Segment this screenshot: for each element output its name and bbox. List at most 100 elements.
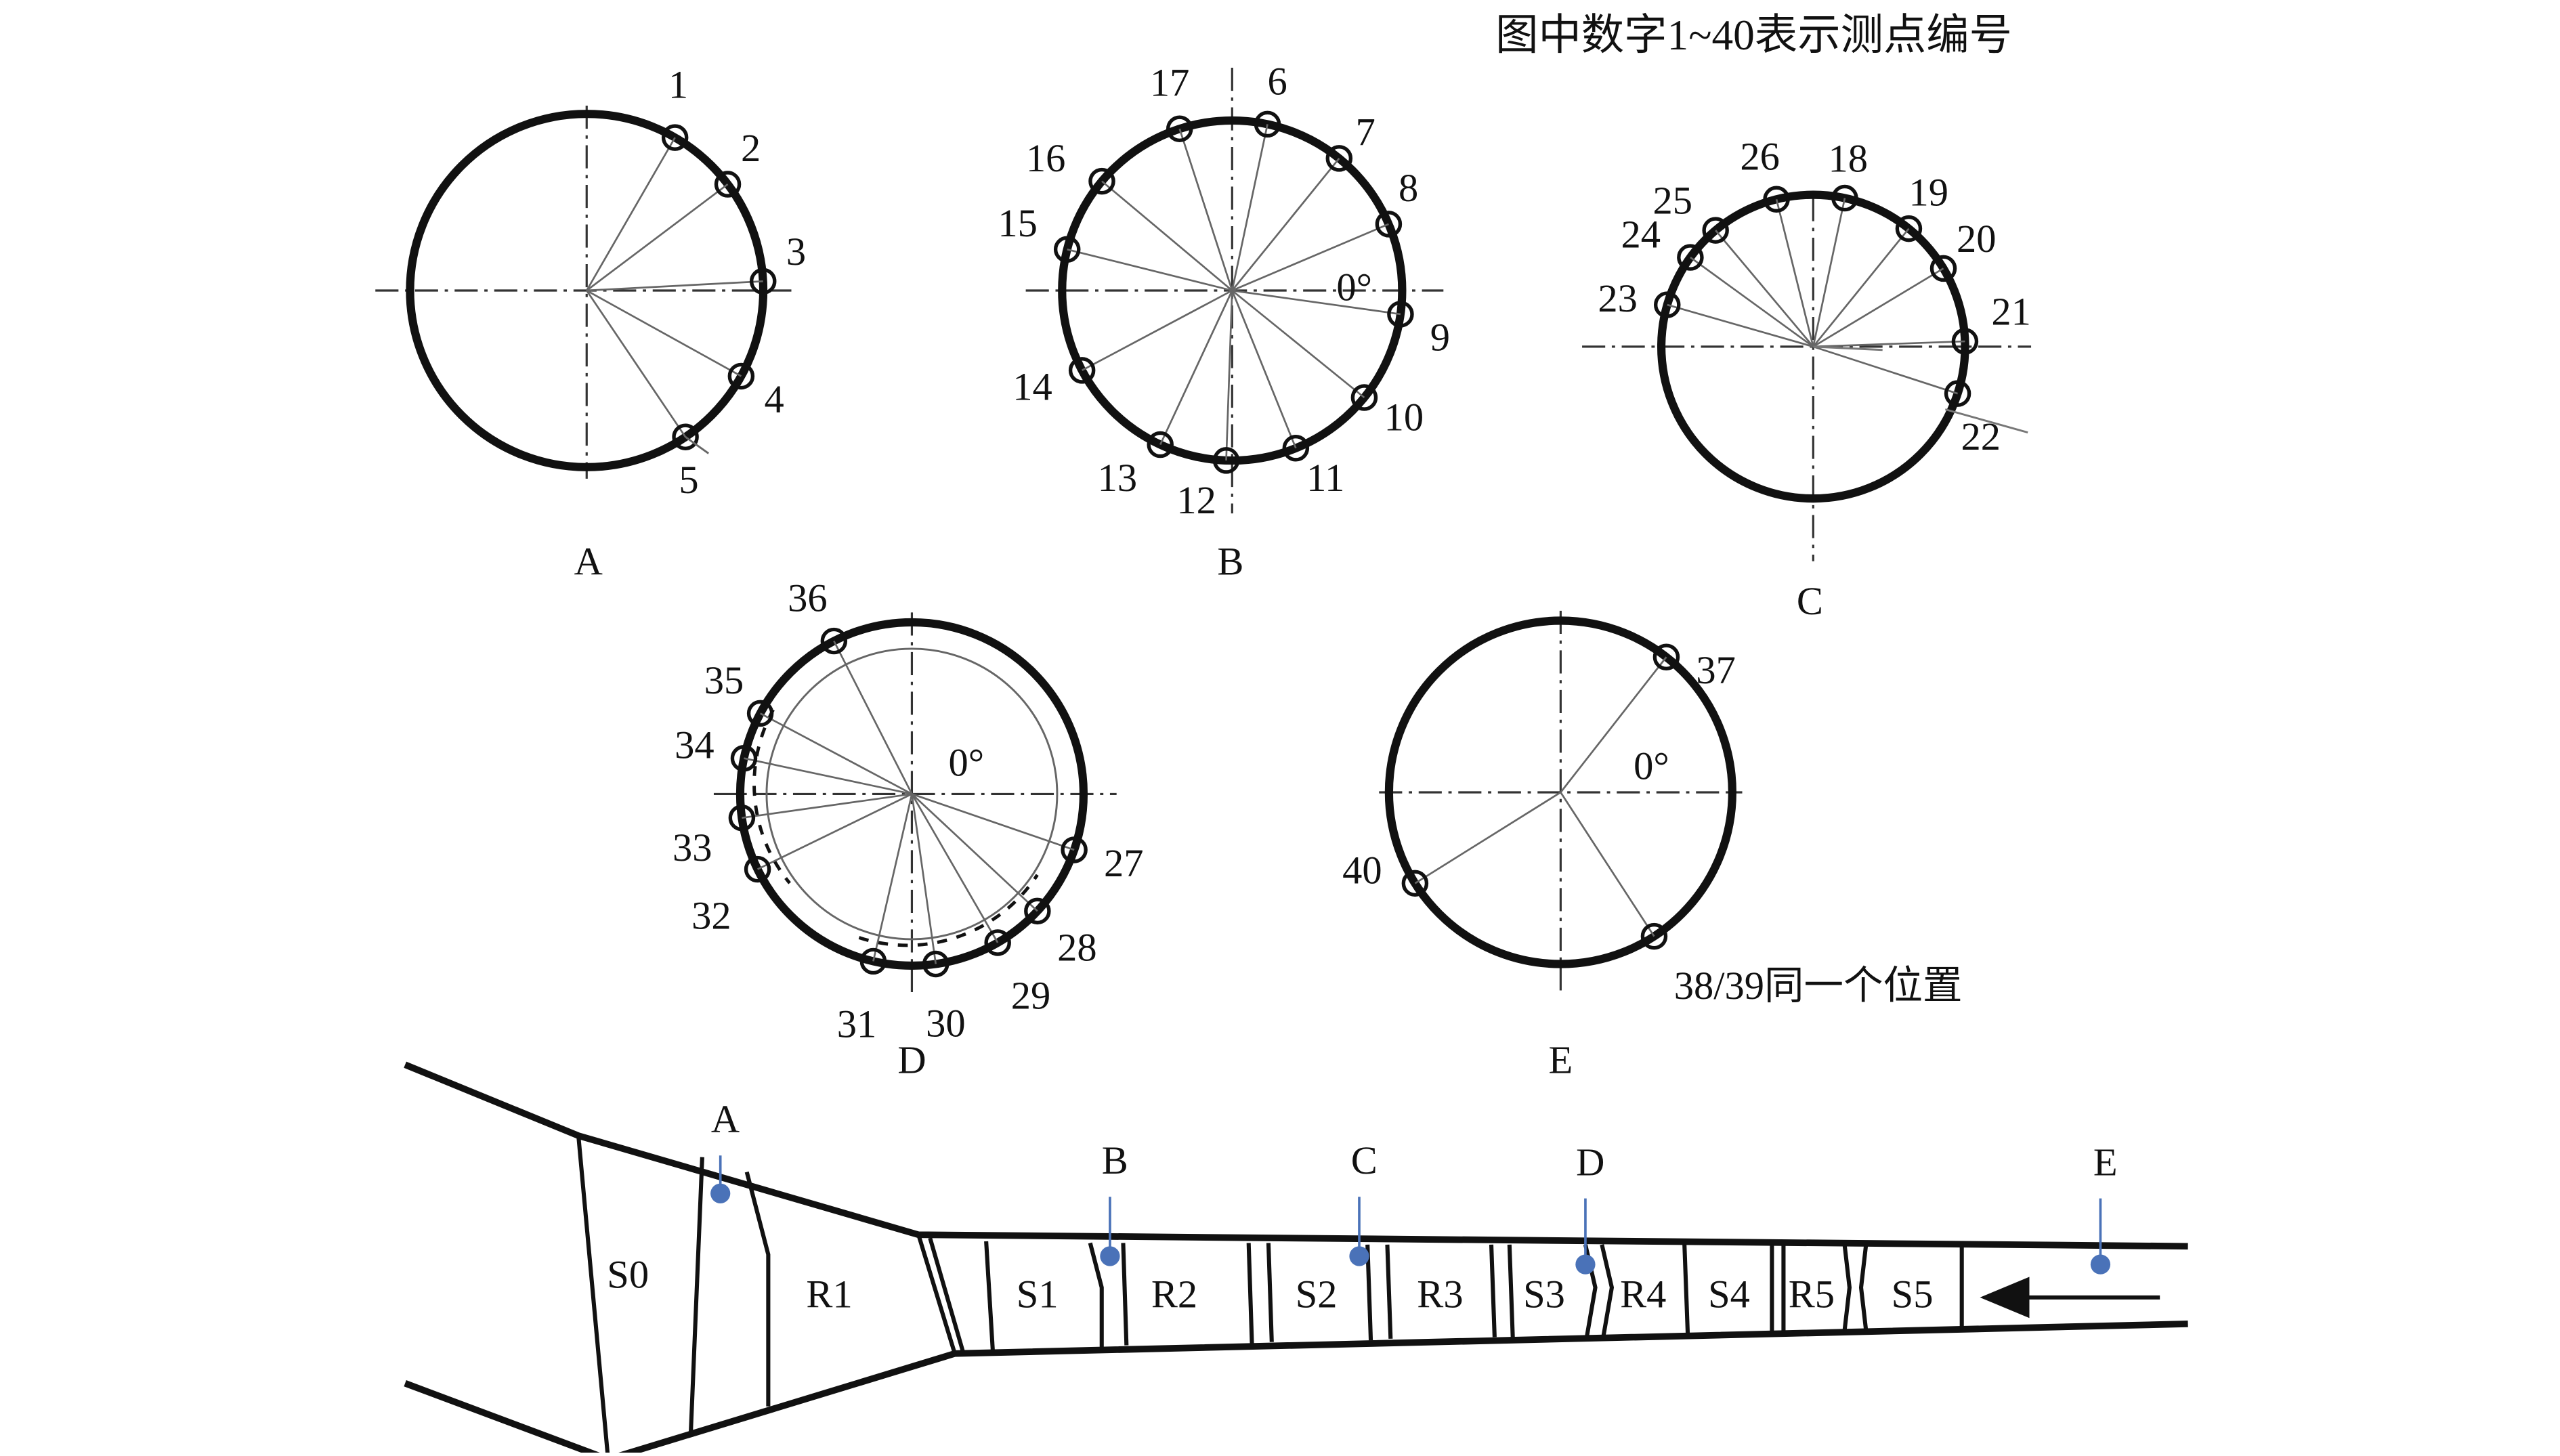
radial-line (833, 640, 913, 795)
radial-line (1082, 289, 1233, 372)
radial-line (586, 289, 742, 377)
measurement-point-label: 38/39同一个位置 (1674, 964, 1963, 1008)
radial-line (744, 757, 912, 795)
radial-line (757, 793, 913, 870)
measurement-point-label: 16 (1026, 136, 1066, 180)
radial-line (1813, 345, 1883, 351)
measurement-point-label: 10 (1384, 395, 1424, 440)
zero-degree-label-b: 0° (1336, 265, 1372, 309)
measurement-point-marker (1254, 110, 1281, 138)
radial-line (911, 793, 999, 943)
pipe-segment-label: S4 (1708, 1272, 1750, 1316)
measurement-point-label: 27 (1104, 841, 1144, 885)
radial-line (1231, 158, 1340, 291)
pipe-marker-label: A (711, 1097, 740, 1141)
pipe-segment-label: S5 (1892, 1272, 1934, 1316)
pipe-wall-circle (1058, 116, 1407, 465)
section-a-label: A (574, 539, 603, 583)
radial-line (586, 280, 763, 292)
pipe-segment-label: S2 (1296, 1272, 1338, 1316)
radial-line (911, 793, 1038, 912)
inner-reference-circle (765, 647, 1059, 941)
measurement-point-marker (1895, 215, 1923, 242)
radial-line (742, 793, 912, 819)
measurement-point-marker (730, 744, 758, 772)
measurement-point-label: 7 (1356, 110, 1375, 154)
pipe-marker-label: B (1102, 1138, 1128, 1182)
zero-degree-label-e: 0° (1634, 744, 1669, 788)
measurement-point-label: 6 (1268, 60, 1287, 104)
measurement-point-marker (1387, 301, 1414, 328)
measurement-point-marker (1053, 236, 1081, 263)
measurement-point-marker (1702, 217, 1729, 244)
measurement-point-label: 35 (704, 658, 744, 702)
pipe-segment-label: R2 (1151, 1272, 1197, 1316)
measurement-point-label: 8 (1399, 166, 1418, 210)
measurement-point-marker (1147, 431, 1174, 458)
measurement-point-label: 15 (998, 201, 1038, 245)
radial-line (1690, 256, 1814, 347)
radial-line (1813, 340, 1965, 348)
measurement-point-marker (1166, 115, 1193, 142)
measurement-point-label: 34 (675, 723, 714, 767)
measurement-point-label: 33 (673, 826, 712, 870)
measurement-point-marker (1068, 357, 1096, 384)
measurement-point-label: 32 (691, 893, 731, 937)
measurement-point-label: 23 (1598, 276, 1638, 320)
measurement-point-label: 5 (679, 458, 698, 502)
measurement-point-marker (1831, 184, 1858, 212)
measurement-point-marker (984, 929, 1011, 956)
marker-dot (1100, 1246, 1120, 1266)
measurement-point-marker (749, 267, 777, 295)
radial-line (1667, 303, 1814, 348)
radial-line (872, 794, 913, 962)
measurement-point-label: 1 (668, 63, 688, 107)
pipe-segment-label: R4 (1620, 1272, 1666, 1316)
measurement-point-label: 25 (1653, 179, 1693, 223)
measurement-point-marker (1677, 244, 1704, 271)
measurement-point-marker (1652, 643, 1680, 670)
dashed-angle-arc (858, 874, 1039, 947)
measurement-point-marker (672, 423, 699, 450)
pipe-segment-label: R1 (806, 1272, 852, 1316)
measurement-point-marker (744, 855, 771, 883)
dashed-angle-arc (752, 708, 791, 884)
measurement-point-label: 26 (1740, 134, 1780, 178)
measurement-point-marker (746, 700, 774, 727)
measurement-point-label: 20 (1957, 217, 1997, 261)
measurement-point-marker (1375, 211, 1403, 238)
radial-line (1560, 656, 1667, 793)
measurement-point-label: 2 (741, 126, 761, 170)
radial-line (1178, 128, 1233, 291)
measurement-point-marker (661, 124, 689, 151)
measurement-point-label: 19 (1908, 170, 1948, 214)
measurement-point-label: 22 (1961, 414, 2001, 458)
radial-line (1231, 124, 1268, 291)
pipe-longitudinal-section (404, 1061, 2188, 1456)
measurement-point-marker (728, 804, 756, 832)
marker-dot (1349, 1246, 1369, 1266)
tick-mark (685, 436, 710, 454)
measurement-point-marker (1061, 836, 1088, 863)
measurement-point-label: 9 (1430, 316, 1450, 360)
pipe-marker-label: C (1351, 1138, 1378, 1182)
legend-note: 图中数字1~40表示测点编号 (1495, 12, 2012, 59)
tick-mark (1944, 408, 2028, 434)
radial-line (1159, 290, 1233, 446)
measurement-point-marker (1763, 186, 1790, 213)
pipe-wall-circle (1657, 190, 1969, 503)
measurement-point-label: 21 (1991, 290, 2031, 334)
measurement-point-label: 24 (1621, 212, 1661, 256)
radial-line (912, 793, 1075, 851)
measurement-point-marker (1401, 870, 1429, 897)
measurement-point-label: 37 (1696, 648, 1736, 692)
pipe-segment-label: S0 (607, 1252, 649, 1296)
radial-line (586, 137, 676, 291)
pipe-segment-label: R3 (1417, 1272, 1463, 1316)
